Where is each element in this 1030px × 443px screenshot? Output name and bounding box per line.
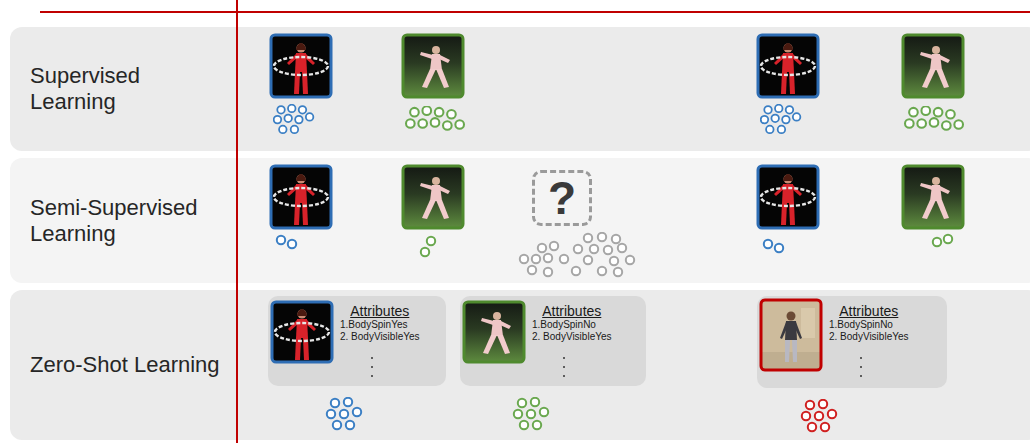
question-mark: ? [548,175,576,221]
text-group: Attributes1.BodySpinNo2. BodyVisibleYes [829,303,909,343]
attribute-item: 1.BodySpinYes [340,319,420,331]
attribute-box: Attributes1.BodySpinYes2. BodyVisibleYes [268,296,446,386]
row-2-art [271,166,963,276]
attribute-item: 2. BodyVisibleYes [532,331,612,343]
row-title: Zero-Shot Learning [30,352,225,378]
attribute-heading: Attributes [340,303,420,319]
text-group: Attributes1.BodySpinNo2. BodyVisibleYes [532,303,612,343]
attribute-heading: Attributes [532,303,612,319]
row-title: Supervised Learning [30,63,225,116]
row-band: Semi-Supervised Learning? [10,158,1030,283]
header-rule [40,11,1030,13]
attribute-item: 2. BodyVisibleYes [829,331,909,343]
text-group: Semi-Supervised Learning [30,194,225,247]
row-1-art [271,35,963,133]
attribute-heading: Attributes [829,303,909,319]
row-title: Semi-Supervised Learning [30,194,225,247]
column-rule [236,0,238,443]
attribute-item: 2. BodyVisibleYes [340,331,420,343]
unlabeled-placeholder: ? [532,170,592,226]
attribute-item: 1.BodySpinNo [829,319,909,331]
row-band: Zero-Shot LearningAttributes1.BodySpinYe… [10,290,1030,440]
text-group: Attributes1.BodySpinYes2. BodyVisibleYes [340,303,420,343]
text-group: Supervised Learning [30,63,225,116]
text-group: ? [535,173,589,223]
attribute-box: Attributes1.BodySpinNo2. BodyVisibleYes [460,296,646,386]
text-group: Zero-Shot Learning [30,352,225,378]
attribute-item: 1.BodySpinNo [532,319,612,331]
attribute-box: Attributes1.BodySpinNo2. BodyVisibleYes [757,296,947,388]
row-band: Supervised Learning [10,27,1030,151]
row-3-art [272,300,862,431]
